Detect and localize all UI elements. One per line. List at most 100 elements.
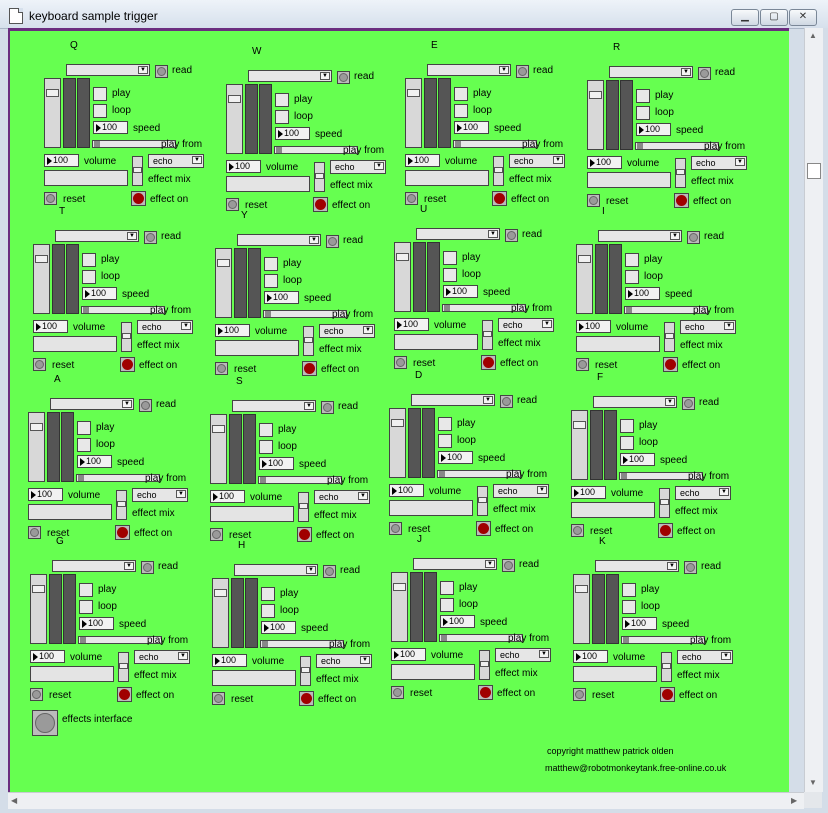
speed-input[interactable]: 100 [625,287,660,300]
slider-knob[interactable] [46,89,59,97]
slider-knob[interactable] [589,91,602,99]
play-from-slider[interactable] [437,470,521,478]
effect-on-toggle[interactable] [297,527,312,542]
read-button[interactable] [682,397,695,410]
play-checkbox[interactable] [443,251,457,265]
slider-knob[interactable] [665,333,674,339]
play-checkbox[interactable] [261,587,275,601]
position-slider[interactable] [394,242,411,312]
sample-name-field[interactable] [587,172,671,188]
speed-input[interactable]: 100 [82,287,117,300]
effect-mix-slider[interactable] [314,162,325,192]
speed-input[interactable]: 100 [77,455,112,468]
scroll-up-icon[interactable]: ▲ [809,31,817,40]
reset-button[interactable] [394,356,407,369]
scroll-down-icon[interactable]: ▼ [809,778,817,787]
sample-dropdown[interactable]: ▼ [411,394,495,406]
slider-knob[interactable] [35,255,48,263]
position-slider[interactable] [226,84,243,154]
volume-input[interactable]: 100 [391,648,426,661]
position-slider[interactable] [389,408,406,478]
play-checkbox[interactable] [454,87,468,101]
read-button[interactable] [500,395,513,408]
speed-input[interactable]: 100 [622,617,657,630]
loop-checkbox[interactable] [82,270,96,284]
read-button[interactable] [139,399,152,412]
minimize-button[interactable]: ▁ [731,9,759,26]
effect-select[interactable]: echo▼ [132,488,188,502]
sample-name-field[interactable] [44,170,128,186]
loop-checkbox[interactable] [438,434,452,448]
slider-knob[interactable] [133,167,142,173]
effect-mix-slider[interactable] [303,326,314,356]
slider-knob[interactable] [265,311,271,317]
scroll-right-icon[interactable]: ▶ [791,796,798,805]
reset-button[interactable] [33,358,46,371]
effect-mix-slider[interactable] [132,156,143,186]
reset-button[interactable] [212,692,225,705]
effect-mix-slider[interactable] [664,322,675,352]
loop-checkbox[interactable] [443,268,457,282]
effect-on-toggle[interactable] [674,193,689,208]
loop-checkbox[interactable] [620,436,634,450]
slider-knob[interactable] [32,585,45,593]
loop-checkbox[interactable] [93,104,107,118]
effect-on-toggle[interactable] [492,191,507,206]
effect-mix-slider[interactable] [482,320,493,350]
slider-knob[interactable] [444,305,450,311]
effect-select[interactable]: echo▼ [330,160,386,174]
reset-button[interactable] [210,528,223,541]
effect-on-toggle[interactable] [663,357,678,372]
position-slider[interactable] [573,574,590,644]
play-checkbox[interactable] [438,417,452,431]
slider-knob[interactable] [623,637,629,643]
slider-knob[interactable] [78,475,84,481]
slider-knob[interactable] [228,95,241,103]
slider-knob[interactable] [94,141,100,147]
horizontal-scrollbar[interactable]: ◀ ▶ [8,792,804,809]
effect-mix-slider[interactable] [675,158,686,188]
slider-knob[interactable] [262,641,268,647]
slider-knob[interactable] [391,419,404,427]
sample-dropdown[interactable]: ▼ [598,230,682,242]
loop-checkbox[interactable] [264,274,278,288]
volume-input[interactable]: 100 [215,324,250,337]
play-checkbox[interactable] [264,257,278,271]
effect-mix-slider[interactable] [298,492,309,522]
play-from-slider[interactable] [453,140,537,148]
effects-interface-button[interactable] [32,710,58,736]
reset-button[interactable] [587,194,600,207]
effect-on-toggle[interactable] [120,357,135,372]
loop-checkbox[interactable] [636,106,650,120]
slider-knob[interactable] [83,307,89,313]
slider-knob[interactable] [30,423,43,431]
slider-knob[interactable] [626,307,632,313]
slider-knob[interactable] [439,471,445,477]
sample-name-field[interactable] [571,502,655,518]
reset-button[interactable] [571,524,584,537]
effect-select[interactable]: echo▼ [316,654,372,668]
slider-knob[interactable] [80,637,86,643]
slider-knob[interactable] [301,667,310,673]
slider-knob[interactable] [676,169,685,175]
volume-input[interactable]: 100 [28,488,63,501]
slider-knob[interactable] [117,501,126,507]
slider-knob[interactable] [480,661,489,667]
sample-dropdown[interactable]: ▼ [237,234,321,246]
read-button[interactable] [502,559,515,572]
speed-input[interactable]: 100 [261,621,296,634]
position-slider[interactable] [587,80,604,150]
effect-select[interactable]: echo▼ [498,318,554,332]
play-from-slider[interactable] [635,142,719,150]
sample-name-field[interactable] [226,176,310,192]
sample-dropdown[interactable]: ▼ [416,228,500,240]
play-from-slider[interactable] [78,636,162,644]
volume-input[interactable]: 100 [210,490,245,503]
volume-input[interactable]: 100 [405,154,440,167]
loop-checkbox[interactable] [261,604,275,618]
sample-name-field[interactable] [394,334,478,350]
sample-name-field[interactable] [405,170,489,186]
loop-checkbox[interactable] [275,110,289,124]
effect-select[interactable]: echo▼ [134,650,190,664]
read-button[interactable] [687,231,700,244]
